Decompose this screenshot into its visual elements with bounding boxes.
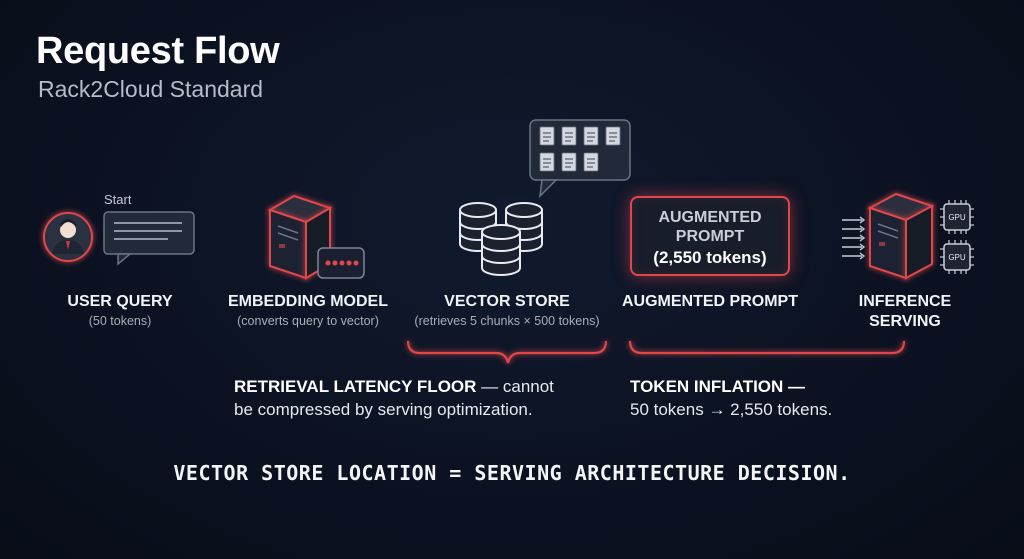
stage-label-inference-line1: INFERENCE — [858, 293, 952, 310]
page-subtitle: Rack2Cloud Standard — [38, 76, 264, 102]
input-lines-icon — [842, 216, 866, 260]
augmented-prompt-box: AUGMENTED PROMPT (2,550 tokens) — [630, 196, 790, 276]
stage-label-augmented-prompt: AUGMENTED PROMPT — [622, 293, 798, 310]
stage-sub-embedding-model: (converts query to vector) — [237, 314, 379, 328]
stage-sub-user-query: (50 tokens) — [88, 314, 152, 328]
retrieval-latency-note: RETRIEVAL LATENCY FLOOR — cannot be comp… — [234, 375, 554, 421]
stage-label-vector-store: VECTOR STORE — [444, 293, 570, 310]
database-cylinders-icon — [459, 202, 543, 276]
token-brace — [628, 340, 906, 355]
token-inflation-note: TOKEN INFLATION — 50 tokens → 2,550 toke… — [630, 375, 832, 421]
gpu-label: GPU — [948, 213, 966, 222]
augmented-box-line1: AUGMENTED — [658, 209, 762, 226]
footer-statement: VECTOR STORE LOCATION = SERVING ARCHITEC… — [173, 461, 851, 485]
token-note-bold: TOKEN INFLATION — — [630, 377, 806, 396]
retrieval-note-bold: RETRIEVAL LATENCY FLOOR — [234, 377, 477, 396]
gpu-chip-icon: GPU — [940, 240, 974, 274]
user-avatar-icon — [43, 212, 93, 262]
retrieval-note-rest: — cannot — [476, 377, 554, 396]
page-title: Request Flow — [36, 30, 280, 72]
stage-sub-vector-store: (retrieves 5 chunks × 500 tokens) — [414, 314, 600, 328]
vector-dots-icon — [317, 247, 365, 279]
augmented-box-line2: PROMPT — [675, 228, 745, 245]
documents-bubble-icon — [529, 119, 631, 199]
retrieval-brace — [406, 340, 608, 364]
inference-server-icon — [867, 192, 935, 280]
stage-label-inference-line2: SERVING — [869, 313, 941, 330]
gpu-chip-icon: GPU — [940, 200, 974, 234]
start-label: Start — [104, 192, 132, 207]
token-note-line2: 50 tokens → 2,550 tokens. — [630, 400, 833, 419]
gpu-label: GPU — [948, 253, 966, 262]
stage-label-embedding-model: EMBEDDING MODEL — [228, 293, 388, 310]
chat-bubble-icon — [103, 211, 195, 266]
retrieval-note-line2: be compressed by serving optimization. — [234, 400, 533, 419]
augmented-box-token-count: (2,550 tokens) — [653, 248, 767, 267]
stage-label-user-query: USER QUERY — [67, 293, 173, 310]
